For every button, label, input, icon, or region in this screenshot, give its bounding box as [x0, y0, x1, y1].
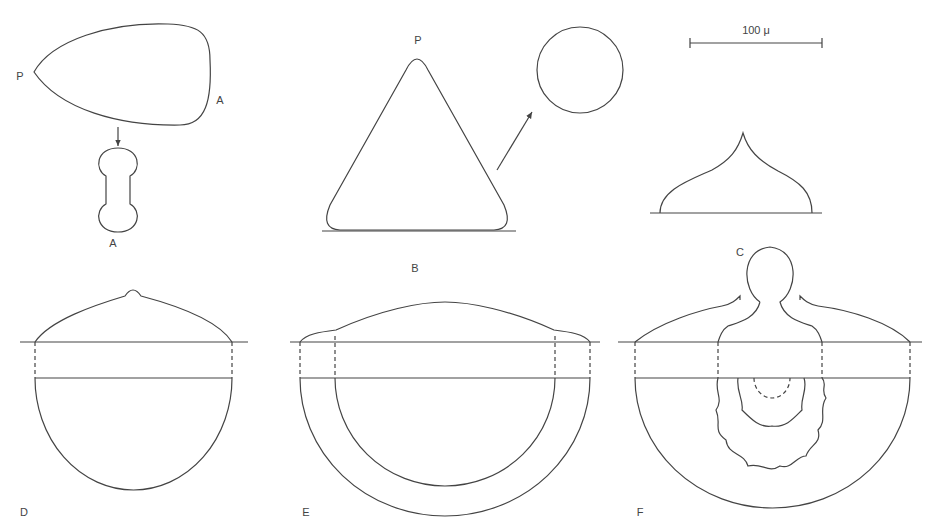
bleb-outline [722, 296, 818, 306]
inner-hemisphere [335, 378, 555, 486]
surface-line [20, 341, 248, 342]
dashed-guide [821, 342, 822, 378]
end-label: P [414, 35, 421, 46]
dashed-guide [589, 342, 590, 378]
arrow [497, 112, 532, 170]
panel-letter: E [302, 507, 309, 518]
bleb-outline [718, 247, 822, 342]
egg-outline [34, 24, 210, 125]
baseline [650, 212, 822, 213]
section-line [635, 377, 910, 378]
dashed-guide [909, 342, 910, 378]
section-line [35, 377, 232, 378]
scale-label: 100 μ [742, 25, 770, 36]
inner-dashed-contour [754, 378, 790, 398]
dome-outline [35, 290, 232, 342]
panel-letter: C [736, 247, 744, 258]
panel-letter: F [637, 507, 644, 518]
surface-line [290, 341, 600, 342]
panel-letter: A [109, 238, 116, 249]
scale-tick [689, 38, 690, 48]
end-label: A [216, 95, 223, 106]
dumbbell-outline [99, 148, 138, 232]
triangle-outline [327, 59, 508, 230]
dashed-guide [717, 342, 718, 378]
baseline [322, 230, 516, 231]
end-label: P [16, 71, 23, 82]
hemisphere-outline [300, 378, 590, 516]
section-line [300, 377, 590, 378]
dashed-guide [34, 342, 35, 378]
dashed-guide [554, 336, 555, 378]
hemisphere-outline [635, 378, 910, 508]
dome-outline [635, 306, 910, 342]
wavy-region [716, 378, 826, 469]
panel-letter: D [20, 507, 28, 518]
dashed-guide [299, 342, 300, 378]
inner-contour [738, 378, 805, 426]
panel-letter: B [411, 263, 418, 274]
surface-line [618, 341, 922, 342]
dashed-guide [334, 336, 335, 378]
dashed-guide [634, 342, 635, 378]
scale-tick [821, 38, 822, 48]
spread-outline [660, 133, 812, 213]
dashed-guide [231, 342, 232, 378]
hemisphere-outline [35, 378, 232, 490]
scale-bar [690, 42, 822, 43]
dome-outline [300, 302, 590, 342]
sphere-outline [537, 27, 623, 113]
arrow [117, 127, 118, 146]
